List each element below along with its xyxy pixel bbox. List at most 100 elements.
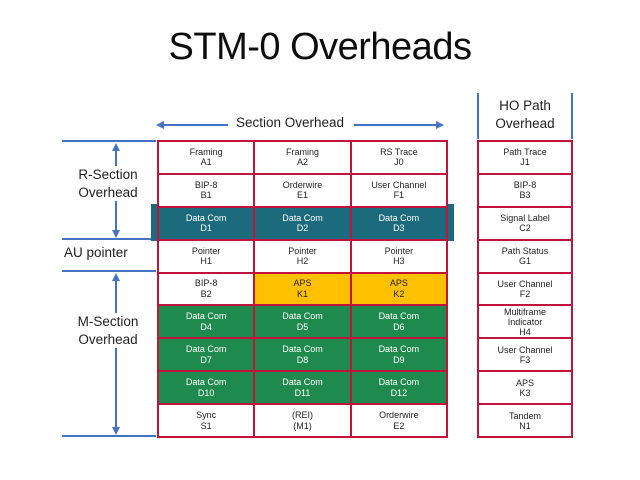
- cell-label: Pointer: [191, 245, 221, 256]
- cell-label: Path Status: [501, 246, 549, 257]
- cell-label: Data Com: [282, 212, 323, 223]
- cell-label: Multiframe Indicator: [503, 306, 546, 327]
- cell-code: G1: [518, 256, 531, 267]
- cell-label: Pointer: [288, 245, 317, 256]
- cell-code: B1: [200, 190, 212, 201]
- cell-label: User Channel: [497, 344, 553, 355]
- au-pointer-label: AU pointer: [64, 245, 128, 260]
- au-pointer-top-line: [62, 238, 156, 240]
- cell-code: F2: [519, 288, 531, 299]
- cell-code: E2: [393, 420, 405, 431]
- cell-code: J1: [520, 157, 530, 168]
- cell-code: N1: [519, 420, 531, 431]
- cell-label: BIP-8: [194, 179, 218, 190]
- cell-label: Orderwire: [282, 179, 323, 190]
- au-pointer-bottom-line: [62, 270, 156, 272]
- cell-label: Tandem: [508, 410, 542, 421]
- cell-code: F3: [519, 354, 531, 365]
- cell-label: (REI): [291, 410, 313, 421]
- cell-label: APS: [515, 377, 534, 388]
- cell-label: Data Com: [378, 311, 420, 322]
- cell-code: D4: [200, 321, 212, 332]
- cell-label: Data Com: [185, 377, 227, 388]
- up-arrowhead-icon: [112, 273, 120, 281]
- cell-label: Path Trace: [503, 147, 547, 158]
- cell-label: BIP-8: [513, 180, 537, 191]
- section-overhead-label: Section Overhead: [235, 115, 345, 130]
- cell-label: User Channel: [497, 278, 553, 289]
- cell-label: Data Com: [185, 311, 227, 322]
- cell-label: APS: [293, 278, 312, 289]
- ho-path-overhead-header: HO Path Overhead: [477, 93, 573, 139]
- cell-code: J0: [394, 157, 404, 168]
- cell-code: D10: [197, 387, 215, 398]
- cell-code: D2: [296, 223, 309, 234]
- cell-code: K1: [296, 288, 308, 299]
- cell-code: A2: [296, 157, 308, 168]
- cell-code: F1: [393, 190, 405, 201]
- down-arrowhead-icon: [112, 230, 120, 238]
- cell-label: Data Com: [282, 377, 323, 388]
- cell-code: B2: [200, 288, 212, 299]
- cell-code: H1: [200, 256, 212, 267]
- cell-label: BIP-8: [194, 278, 218, 289]
- cell-label: Signal Label: [500, 213, 550, 224]
- cell-label: Data Com: [378, 212, 420, 223]
- right-arrowhead-icon: [436, 121, 444, 129]
- cell-code: K2: [393, 288, 405, 299]
- cell-label: Data Com: [378, 377, 420, 388]
- m-section-arrow-line: [115, 280, 117, 428]
- cell-code: A1: [200, 157, 212, 168]
- cell-label: Data Com: [185, 344, 227, 355]
- cell-code: C2: [519, 223, 531, 234]
- cell-code: D12: [390, 387, 408, 398]
- cell-label: Orderwire: [379, 410, 419, 421]
- cell-code: D9: [393, 354, 405, 365]
- m-section-overhead-label: M-Section Overhead: [60, 313, 156, 348]
- cell-m1: (REI)(M1): [255, 405, 350, 436]
- cell-label: Framing: [189, 146, 223, 157]
- left-arrowhead-icon: [156, 121, 164, 129]
- cell-label: Data Com: [282, 311, 323, 322]
- cell-code: E1: [296, 190, 308, 201]
- up-arrowhead-icon: [112, 143, 120, 151]
- cell-code: S1: [200, 420, 212, 431]
- r-section-overhead-label: R-Section Overhead: [60, 166, 156, 201]
- m-section-bottom-line: [62, 435, 156, 437]
- cell-label: APS: [389, 278, 408, 289]
- cell-code: D1: [200, 223, 212, 234]
- cell-code: D11: [294, 387, 311, 398]
- r-section-top-line: [62, 140, 156, 142]
